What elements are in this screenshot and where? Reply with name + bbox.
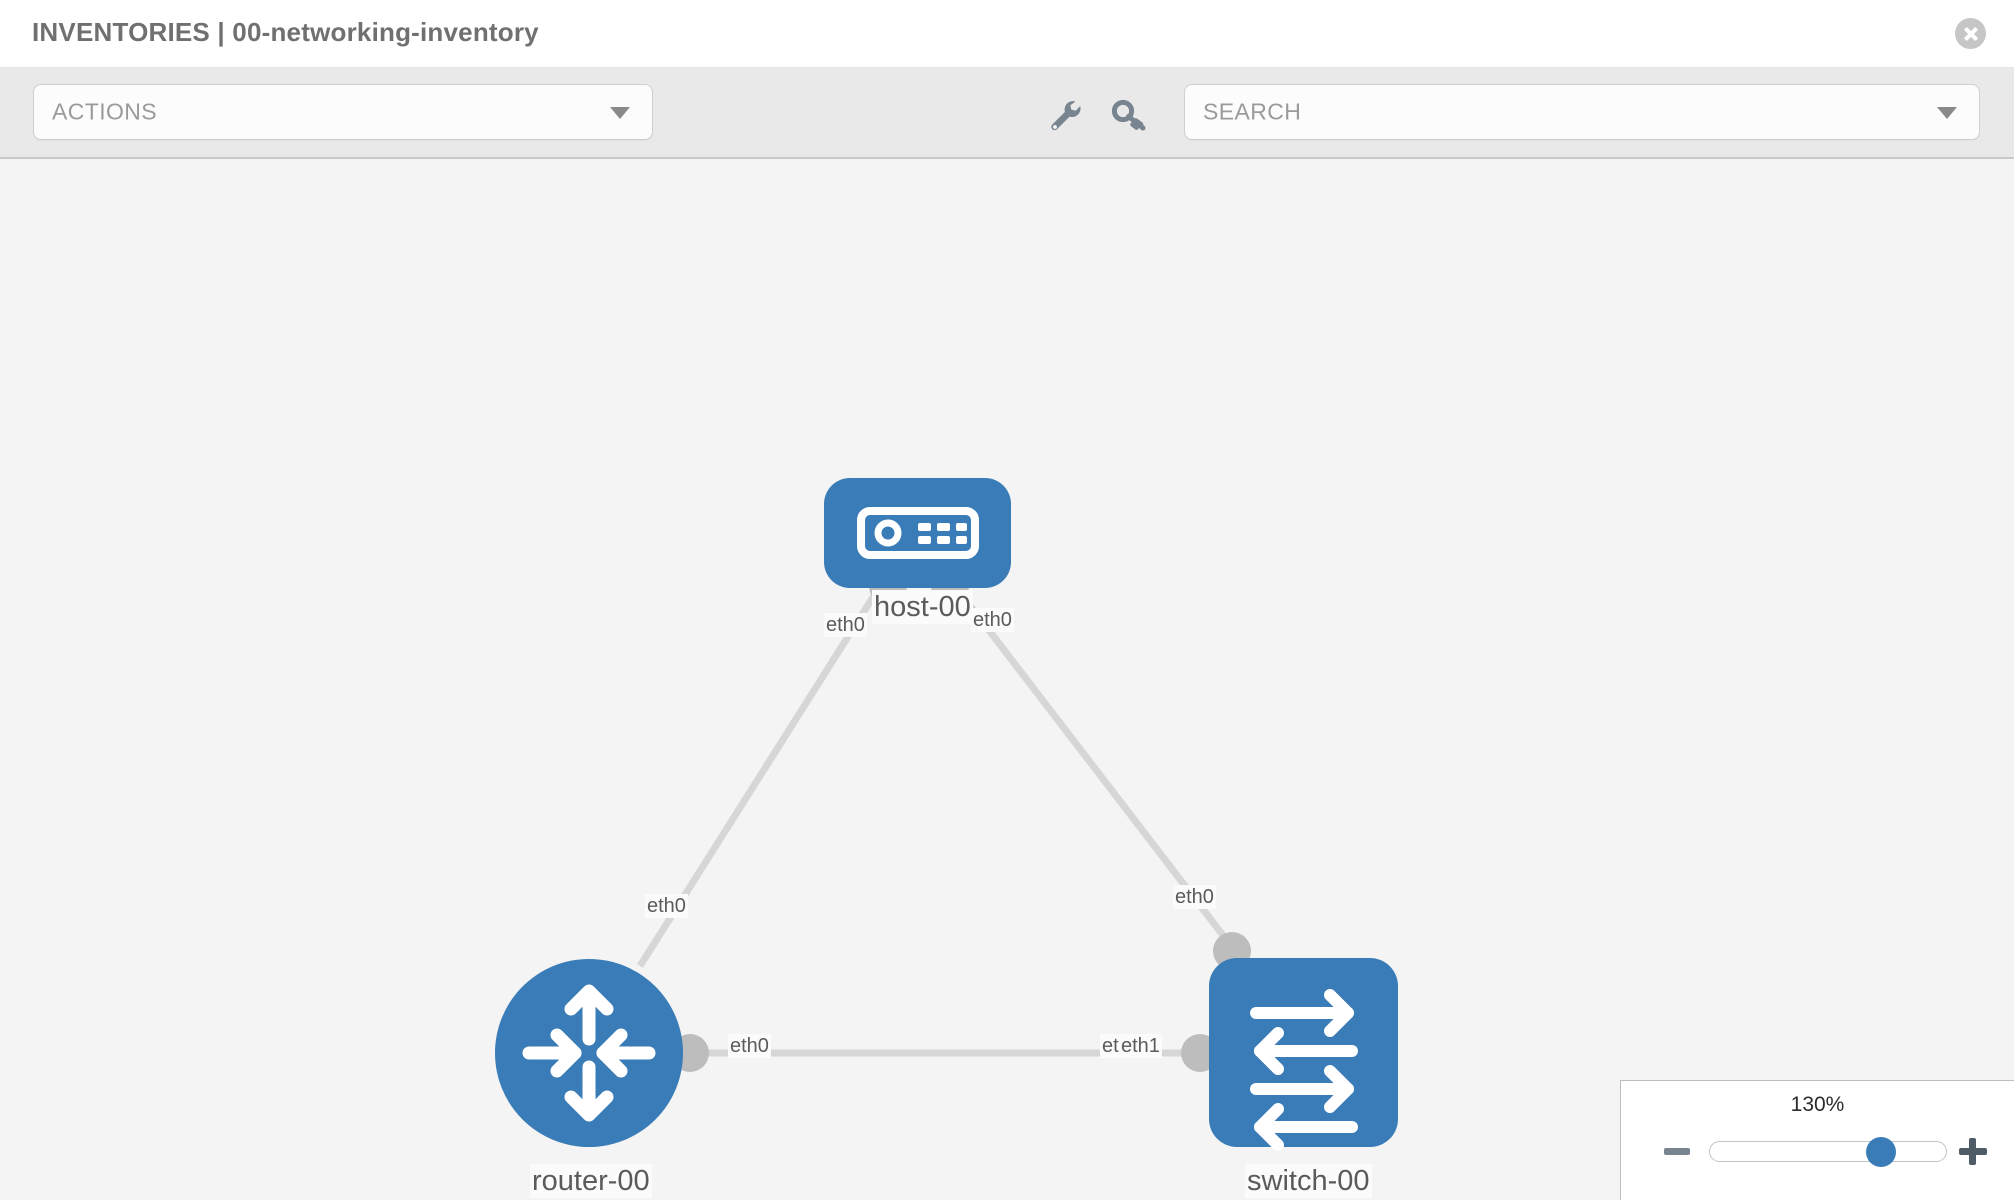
interface-label-router00-host00: eth0 (645, 894, 688, 918)
interface-label-router00-switch00: eth0 (728, 1034, 771, 1058)
search-input[interactable]: SEARCH (1184, 84, 1980, 140)
page-header: INVENTORIES | 00-networking-inventory (0, 0, 2014, 68)
node-router-00 (495, 959, 683, 1147)
node-host-00 (824, 478, 1011, 588)
toolbar: ACTIONS SEARCH (0, 68, 2014, 159)
wrench-icon[interactable] (1045, 96, 1085, 136)
zoom-slider[interactable] (1709, 1137, 1947, 1167)
chevron-down-icon (1937, 107, 1957, 119)
zoom-slider-thumb[interactable] (1866, 1137, 1896, 1167)
interface-label-host00-switch00: eth0 (971, 608, 1014, 632)
actions-dropdown-label: ACTIONS (52, 98, 158, 125)
interface-label-switch00-router00: eth1 (1119, 1034, 1162, 1058)
zoom-in-button[interactable] (1956, 1129, 1990, 1173)
zoom-slider-row (1621, 1129, 2014, 1173)
search-placeholder: SEARCH (1203, 98, 1302, 125)
zoom-level-label: 130% (1790, 1093, 1845, 1116)
node-label-router-00: router-00 (530, 1164, 652, 1198)
node-label-host-00: host-00 (872, 590, 973, 624)
topology-canvas[interactable]: host-00 router-00 switch-00 eth0 eth0 et… (0, 161, 2014, 1200)
topology-graph (495, 478, 1398, 1151)
zoom-out-button[interactable] (1661, 1129, 1695, 1173)
actions-dropdown[interactable]: ACTIONS (33, 84, 653, 140)
interface-label-switch00-host00: eth0 (1173, 885, 1216, 909)
chevron-down-icon (610, 107, 630, 119)
close-icon[interactable] (1955, 18, 1986, 49)
node-switch-00 (1209, 958, 1398, 1151)
page-title: INVENTORIES | 00-networking-inventory (32, 17, 539, 47)
interface-label-host00-router00: eth0 (824, 613, 867, 637)
zoom-control-panel: 130% (1620, 1080, 2014, 1200)
node-label-switch-00: switch-00 (1245, 1164, 1372, 1198)
key-icon[interactable] (1110, 96, 1150, 136)
